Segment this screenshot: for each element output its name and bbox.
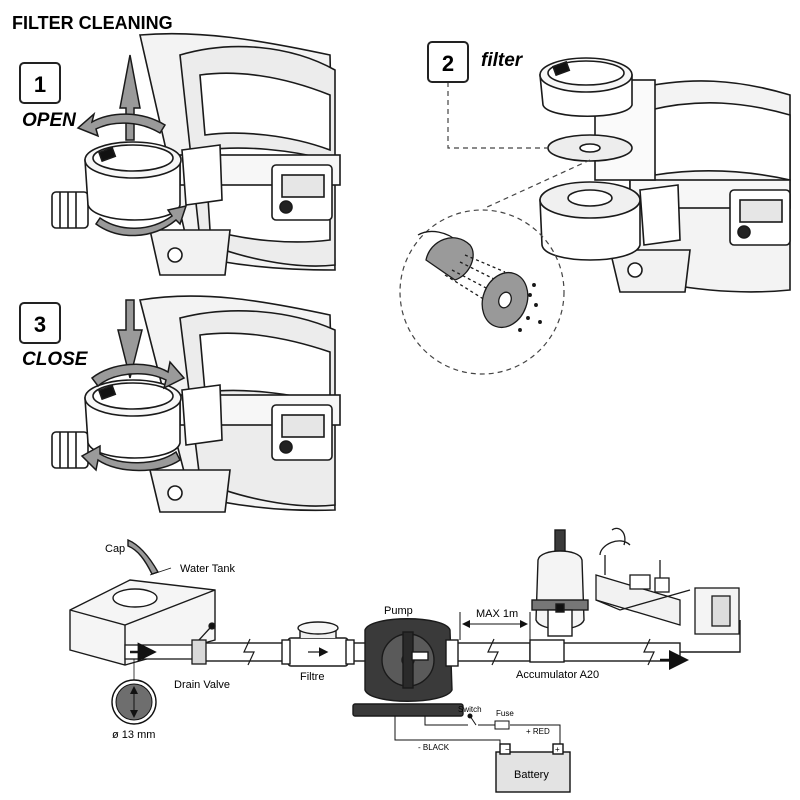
step-3-close-illustration bbox=[51, 295, 341, 513]
step-2-label: filter bbox=[481, 50, 524, 71]
pipe-break-marks bbox=[243, 638, 655, 666]
pump-label: Pump bbox=[384, 605, 413, 617]
step-1-badge bbox=[19, 62, 61, 104]
pipe-diameter-indicator bbox=[111, 659, 157, 725]
step-1-open-illustration bbox=[51, 32, 341, 276]
pump bbox=[352, 618, 464, 717]
cap-label: Cap bbox=[105, 543, 125, 555]
main-pipe bbox=[199, 620, 741, 662]
battery-label: Battery bbox=[514, 769, 549, 781]
open-rotation-arrows bbox=[76, 54, 188, 237]
switch-label: Switch bbox=[458, 705, 482, 714]
step-2-badge bbox=[427, 41, 469, 83]
drain-valve bbox=[124, 622, 216, 665]
filtre-label: Filtre bbox=[300, 671, 324, 683]
accumulator-label: Accumulator A20 bbox=[516, 669, 599, 681]
step-2-filter-illustration bbox=[539, 57, 791, 293]
filter-cleaning-detail bbox=[417, 230, 542, 332]
battery-minus: − bbox=[505, 745, 510, 754]
drain-valve-label: Drain Valve bbox=[174, 679, 230, 691]
battery bbox=[495, 743, 571, 793]
water-tank-label: Water Tank bbox=[180, 563, 236, 575]
step-3-badge bbox=[19, 302, 61, 344]
max-distance-label: MAX 1m bbox=[476, 608, 518, 620]
fuse-label: Fuse bbox=[496, 709, 514, 718]
water-tank bbox=[69, 538, 216, 666]
page-title: FILTER CLEANING bbox=[12, 13, 173, 33]
step-2-number: 2 bbox=[442, 51, 454, 76]
accumulator bbox=[529, 529, 589, 663]
step-3-number: 3 bbox=[34, 312, 46, 337]
shower-fittings bbox=[595, 527, 740, 635]
step-3-label: CLOSE bbox=[22, 349, 89, 370]
electrical-wiring bbox=[394, 713, 561, 752]
step-1-label: OPEN bbox=[22, 110, 77, 131]
filtre bbox=[281, 621, 355, 667]
battery-plus: + bbox=[555, 745, 560, 754]
step-2-dashed-callouts bbox=[399, 82, 591, 375]
close-rotation-arrows bbox=[80, 299, 186, 472]
red-wire-label: + RED bbox=[526, 727, 550, 736]
step-1-number: 1 bbox=[34, 72, 46, 97]
black-wire-label: - BLACK bbox=[418, 743, 450, 752]
max-distance-dimension bbox=[459, 612, 531, 640]
diameter-label: ø 13 mm bbox=[112, 729, 155, 741]
